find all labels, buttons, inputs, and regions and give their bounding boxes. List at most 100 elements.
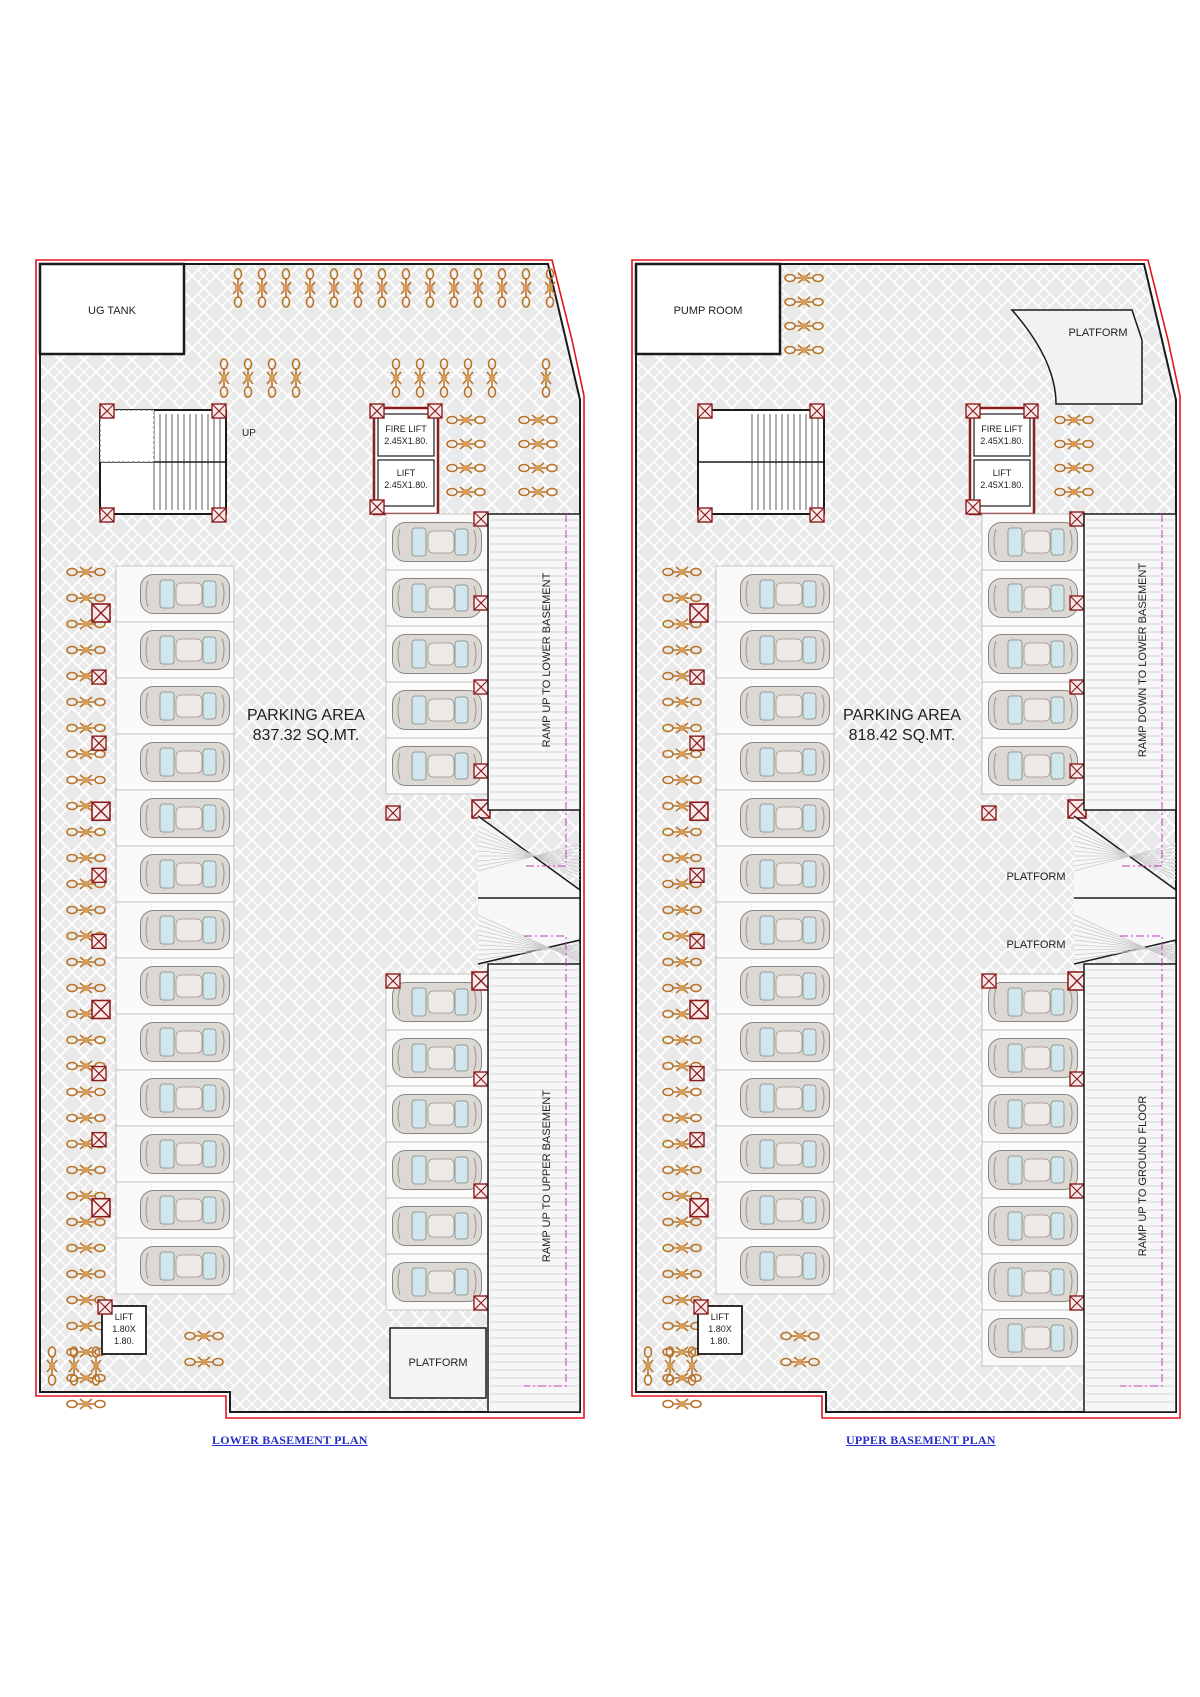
small-lift-size: 1.80. [710,1336,730,1346]
car-icon [740,1022,830,1062]
car-icon [140,966,230,1006]
car-icon [988,1094,1078,1134]
column-icon [91,669,107,685]
car-icon [740,686,830,726]
platform-label: PLATFORM [1006,939,1065,951]
column-icon [981,973,997,989]
column-icon [1069,511,1085,527]
ramp-centre-line [524,514,567,867]
lift-shaft [973,459,1031,507]
ramp-stripe [1073,845,1177,865]
car-icon [740,1190,830,1230]
car-icon [392,1094,482,1134]
car-icon [140,1078,230,1118]
motorbike-icon [66,1398,106,1410]
platform-label: PLATFORM [408,1357,467,1369]
car-icon [140,798,230,838]
column-icon [91,1065,107,1082]
column-icon [693,1299,709,1315]
column-icon [689,999,709,1020]
ramp-stripe [477,840,581,869]
car-icon [988,578,1078,618]
column-icon [385,805,401,821]
ramp-stripe [1073,929,1177,957]
column-icon [689,1197,709,1218]
fire-lift-shaft [377,413,435,457]
ramp-centre-line [524,935,567,1387]
car-icon [140,1134,230,1174]
car-icon [740,854,830,894]
column-icon [473,679,489,695]
platform-label: PLATFORM [1068,327,1127,339]
motorbike-icon [662,1398,702,1410]
car-icon [140,686,230,726]
corner-room [38,262,186,356]
car-icon [392,1038,482,1078]
car-icon [392,982,482,1022]
column-icon [1069,1183,1085,1199]
lower-basement-plan-title: LOWER BASEMENT PLAN [212,1433,368,1447]
column-icon [91,1131,107,1148]
ramp-lower [1083,963,1177,1413]
column-icon [1069,679,1085,695]
column-icon [689,933,705,950]
parking-area-label: PARKING AREA [247,707,365,724]
column-icon [965,499,981,515]
car-icon [392,1206,482,1246]
ramp-bottom-label: RAMP UP TO GROUND FLOOR [1137,1096,1149,1257]
car-icon [140,574,230,614]
fire-lift-size: 2.45X1.80. [384,436,428,446]
column-icon [697,507,713,523]
car-icon [392,746,482,786]
column-icon [1023,403,1039,419]
column-icon [689,1065,705,1082]
column-icon [385,973,401,989]
ramp-stripe [477,825,581,881]
car-icon [392,578,482,618]
upper-basement-plan-title: UPPER BASEMENT PLAN [846,1433,996,1447]
column-icon [91,801,111,822]
ramp-stripe [477,934,581,955]
ramp-stripe [1073,850,1177,861]
column-icon [689,801,709,822]
ramp-stripe [1073,830,1177,877]
lift-size: 2.45X1.80. [384,480,428,490]
column-icon [473,1183,489,1199]
small-lift-size: 1.80X [708,1324,732,1334]
small-lift-label: LIFT [115,1312,134,1322]
ramp-stripe [1073,847,1177,867]
column-icon [689,867,705,884]
ramp-top-label: RAMP UP TO LOWER BASEMENT [541,572,553,747]
column-icon [981,805,997,821]
column-icon [91,933,107,950]
car-icon [988,1318,1078,1358]
fire-lift-size: 2.45X1.80. [980,436,1024,446]
car-icon [140,1190,230,1230]
small-lift-size: 1.80. [114,1336,134,1346]
column-icon [473,595,489,611]
fire-lift-label: FIRE LIFT [385,424,427,434]
platform-top [1010,309,1143,405]
ramp-stripe [477,943,581,961]
column-icon [211,403,227,419]
ramp-stripe [477,851,581,862]
car-icon [988,746,1078,786]
car-icon [988,690,1078,730]
column-icon [1069,595,1085,611]
column-icon [473,763,489,779]
ramp-stripe [1073,934,1177,955]
column-icon [965,403,981,419]
ramp-stripe [477,850,581,861]
column-icon [689,669,705,685]
ramp-stripe [1073,914,1177,963]
column-icon [689,603,709,623]
parking-area-label: PARKING AREA [843,707,961,724]
site-boundary [35,259,585,1419]
car-icon [392,522,482,562]
car-icon [740,1134,830,1174]
ramp-stripe [477,944,581,951]
car-icon [740,1078,830,1118]
pump-room-label: PUMP ROOM [674,305,743,317]
